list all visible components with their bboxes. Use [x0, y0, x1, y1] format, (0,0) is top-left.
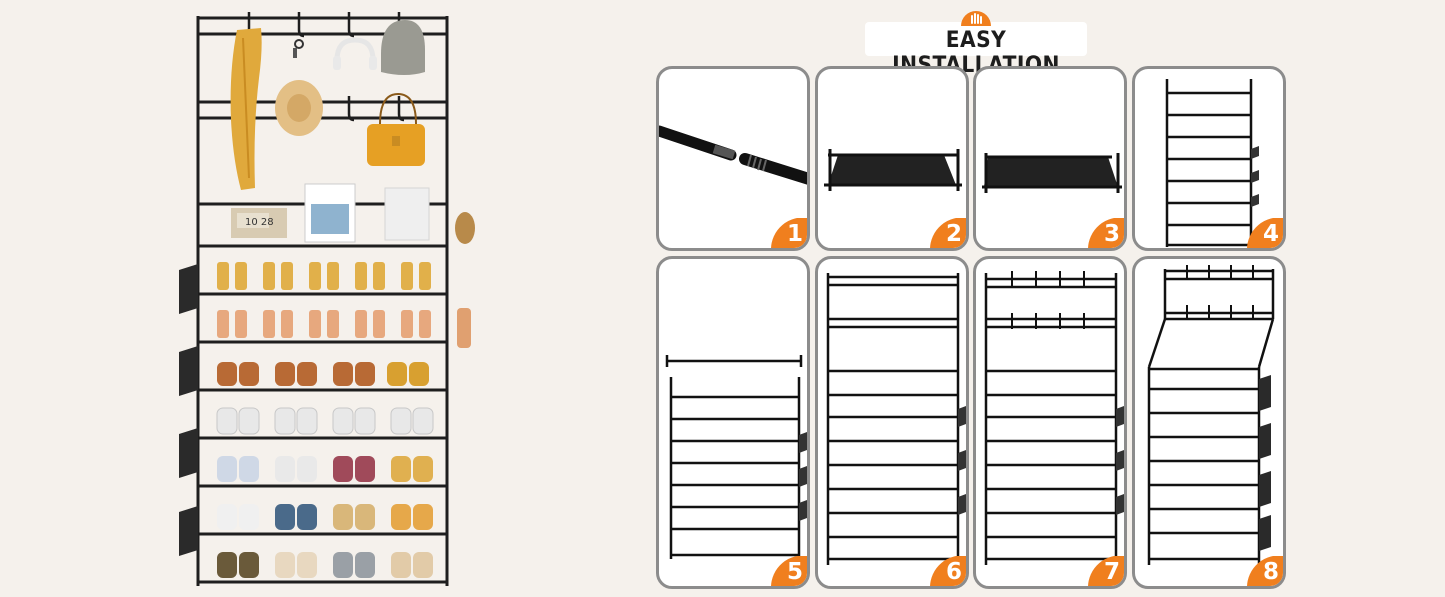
shoe-rack-product-icon: 10 28: [179, 12, 475, 586]
step-panel-8: 8: [1132, 256, 1286, 589]
section-header: EASY INSTALLATION: [865, 6, 1087, 78]
step-badge: [771, 218, 807, 248]
step-panel-7: 7: [973, 256, 1127, 589]
step-number: 6: [945, 559, 962, 585]
shelf-stack-icon: [1165, 79, 1259, 247]
step-badge: [771, 556, 807, 586]
rack-with-hooks-icon: [984, 271, 1124, 565]
step-number: 4: [1262, 221, 1279, 247]
step-badge: [1088, 556, 1124, 586]
step-panel-5: 5: [656, 256, 810, 589]
shelf-frame-icon: [824, 149, 962, 191]
rack-complete-icon: [1147, 265, 1275, 565]
rack-with-top-bar-icon: [665, 355, 807, 559]
pole-connector-icon: [659, 125, 807, 185]
step-number: 7: [1103, 559, 1120, 585]
step-panel-2: 2: [815, 66, 969, 251]
step-number: 8: [1262, 559, 1279, 585]
step-badge: [1247, 218, 1283, 248]
step-badge: [930, 556, 966, 586]
step-number: 3: [1103, 221, 1120, 247]
step-panel-3: 3: [973, 66, 1127, 251]
rack-with-frame-icon: [826, 273, 966, 565]
step-panel-1: 1: [656, 66, 810, 251]
step-panel-6: 6: [815, 256, 969, 589]
clock-display: 10 28: [245, 217, 274, 228]
product-photo: 10 28: [175, 8, 475, 592]
step-badge: [930, 218, 966, 248]
step-number: 1: [786, 221, 803, 247]
step-badge: [1247, 556, 1283, 586]
step-number: 2: [945, 221, 962, 247]
step-panel-4: 4: [1132, 66, 1286, 251]
step-badge: [1088, 218, 1124, 248]
shelf-fabric-icon: [982, 153, 1122, 193]
hand-icon: [961, 11, 991, 26]
title-background: [865, 22, 1087, 56]
step-number: 5: [786, 559, 803, 585]
